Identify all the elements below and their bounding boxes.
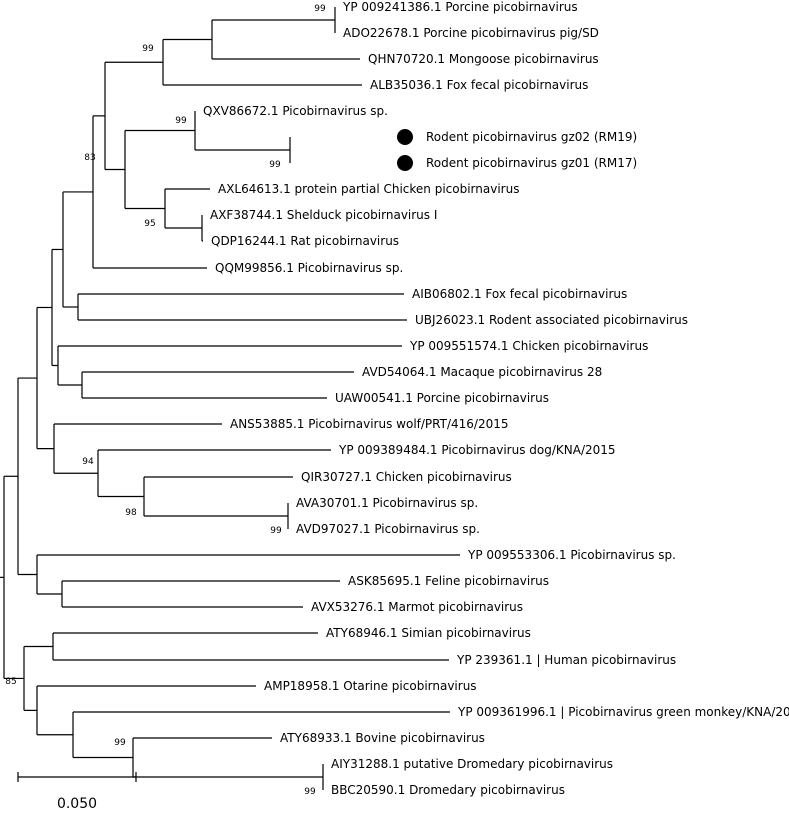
leaf-label: AXF38744.1 Shelduck picobirnavirus I [210, 208, 437, 222]
leaf-label: YP 009361996.1 | Picobirnavirus green mo… [457, 705, 789, 719]
sample-marker-dot [397, 155, 413, 171]
leaf-label: Rodent picobirnavirus gz01 (RM17) [426, 156, 637, 170]
leaf-label: QQM99856.1 Picobirnavirus sp. [215, 261, 403, 275]
leaf-label: ADO22678.1 Porcine picobirnavirus pig/SD [343, 26, 599, 40]
leaf-label: AVX53276.1 Marmot picobirnavirus [311, 600, 523, 614]
bootstrap-value: 99 [114, 738, 126, 748]
bootstrap-value: 83 [84, 153, 95, 163]
leaf-label: AMP18958.1 Otarine picobirnavirus [264, 679, 477, 693]
leaf-labels: YP 009241386.1 Porcine picobirnavirusADO… [203, 0, 789, 797]
bootstrap-value: 99 [304, 787, 316, 797]
leaf-label: QXV86672.1 Picobirnavirus sp. [203, 104, 388, 118]
scale-bar-label: 0.050 [57, 796, 97, 812]
leaf-label: ALB35036.1 Fox fecal picobirnavirus [370, 78, 588, 92]
leaf-label: AIY31288.1 putative Dromedary picobirnav… [331, 757, 613, 771]
leaf-label: AXL64613.1 protein partial Chicken picob… [218, 182, 519, 196]
leaf-label: ATY68946.1 Simian picobirnavirus [326, 626, 531, 640]
scale-bar: 0.050 [17, 772, 137, 812]
bootstrap-value: 99 [175, 116, 187, 126]
leaf-label: AIB06802.1 Fox fecal picobirnavirus [412, 287, 627, 301]
leaf-label: QHN70720.1 Mongoose picobirnavirus [368, 52, 599, 66]
leaf-label: ANS53885.1 Picobirnavirus wolf/PRT/416/2… [230, 417, 508, 431]
bootstrap-value: 94 [82, 457, 94, 467]
leaf-label: AVA30701.1 Picobirnavirus sp. [296, 496, 478, 510]
leaf-label: ASK85695.1 Feline picobirnavirus [348, 574, 549, 588]
leaf-label: YP 009389484.1 Picobirnavirus dog/KNA/20… [338, 443, 616, 457]
leaf-label: ATY68933.1 Bovine picobirnavirus [280, 731, 485, 745]
sample-marker-dot [397, 129, 413, 145]
leaf-label: YP 009241386.1 Porcine picobirnavirus [342, 0, 578, 14]
bootstrap-value: 99 [269, 160, 281, 170]
leaf-label: UBJ26023.1 Rodent associated picobirnavi… [415, 313, 688, 327]
leaf-label: AVD97027.1 Picobirnavirus sp. [296, 522, 480, 536]
tree-branches [0, 7, 460, 790]
leaf-label: AVD54064.1 Macaque picobirnavirus 28 [362, 365, 602, 379]
bootstrap-value: 99 [142, 44, 154, 54]
sample-markers [397, 129, 413, 171]
bootstrap-value: 98 [125, 508, 137, 518]
bootstrap-value: 99 [314, 4, 326, 14]
bootstrap-value: 85 [5, 677, 16, 687]
leaf-label: YP 239361.1 | Human picobirnavirus [456, 653, 676, 667]
leaf-label: YP 009551574.1 Chicken picobirnavirus [409, 339, 648, 353]
leaf-label: UAW00541.1 Porcine picobirnavirus [335, 391, 549, 405]
leaf-label: QIR30727.1 Chicken picobirnavirus [301, 470, 512, 484]
leaf-label: BBC20590.1 Dromedary picobirnavirus [331, 783, 565, 797]
leaf-label: YP 009553306.1 Picobirnavirus sp. [467, 548, 676, 562]
bootstrap-values: 99 99 99 99 83 95 94 98 99 85 99 99 [5, 4, 326, 797]
bootstrap-value: 95 [144, 219, 155, 229]
bootstrap-value: 99 [270, 526, 282, 536]
leaf-label: QDP16244.1 Rat picobirnavirus [211, 234, 399, 248]
leaf-label: Rodent picobirnavirus gz02 (RM19) [426, 130, 637, 144]
